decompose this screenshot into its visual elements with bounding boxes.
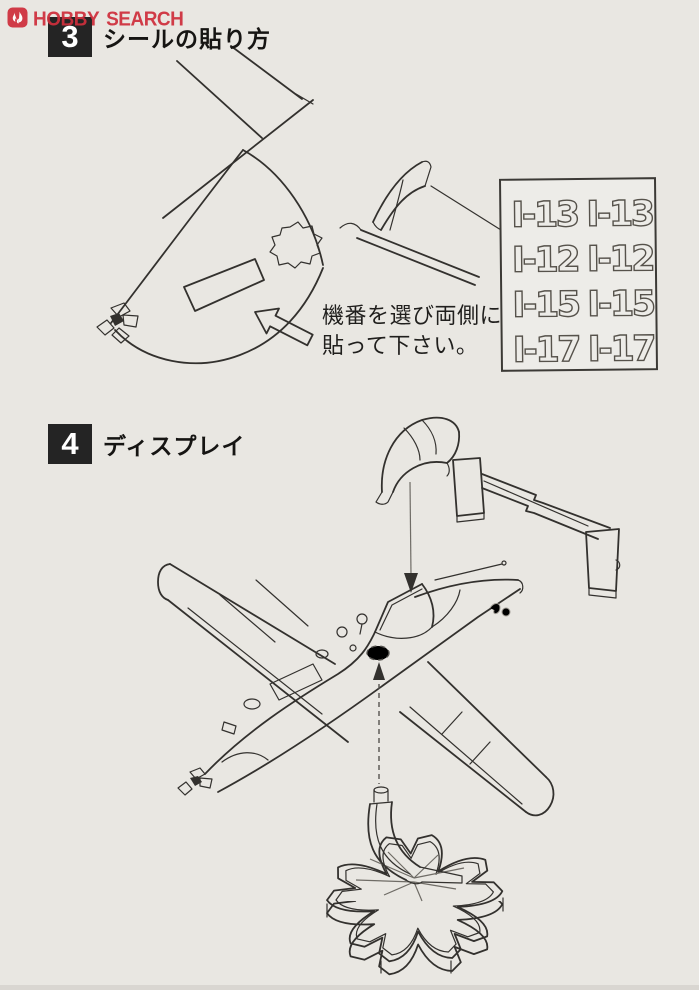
sakura-base: [326, 834, 504, 963]
decal-code: I-17: [588, 329, 655, 370]
decal-note-line2: 貼って下さい。: [322, 332, 479, 358]
stand-pylon: [367, 786, 463, 885]
sakura-base-rim: [335, 841, 494, 956]
step4-header: 4 ディスプレイ: [48, 424, 245, 464]
step4-number-box: 4: [48, 424, 92, 464]
sakura-base-side: [326, 901, 504, 976]
scan-edge-band: [0, 985, 699, 990]
step3-header: 3 シールの貼り方: [48, 17, 271, 57]
decal-note: 機番を選び両側に 貼って下さい。: [322, 301, 502, 361]
step3-number-box: 3: [48, 17, 92, 57]
ohka-aircraft: [157, 560, 555, 817]
decal-sheet: I-13 I-13 I-12 I-12 I-15 I-15 I-17 I-17: [498, 177, 659, 372]
decal-code: I-15: [587, 284, 654, 325]
decal-code: I-13: [586, 194, 653, 235]
canopy-part: [375, 416, 461, 505]
decal-code: I-13: [511, 195, 578, 236]
base-scratch-lines: [355, 851, 465, 902]
nose-fuze-propeller-icon: [96, 302, 139, 344]
wing-lines: [162, 45, 314, 219]
nose-fuze-propeller-icon: [177, 767, 213, 796]
apply-arrow-icon: [254, 307, 314, 347]
flame-icon: [7, 7, 28, 33]
decal-code: I-15: [512, 285, 579, 326]
stand-attach-arrow-icon: [373, 662, 385, 784]
decal-code: I-12: [587, 239, 654, 280]
windshield: [372, 160, 432, 231]
display-stand: [326, 786, 504, 976]
step4-display-illustration: [157, 416, 621, 976]
step3-title: シールの貼り方: [103, 26, 271, 52]
mount-hole-dashed-circle: [366, 645, 390, 661]
tail-assembly: [452, 457, 621, 599]
cherry-blossom-emblem: [269, 221, 323, 269]
step3-decal-placement-illustration: [96, 45, 502, 365]
watermark-word-search: SEARCH: [106, 8, 184, 31]
step4-title: ディスプレイ: [103, 433, 246, 459]
hobbysearch-watermark: HOBBY SEARCH: [7, 7, 184, 33]
canopy-install-arrow-icon: [404, 481, 418, 593]
decal-note-line1: 機番を選び両側に: [322, 303, 503, 328]
watermark-word-hobby: HOBBY: [33, 8, 100, 31]
decal-placement-rect: [183, 258, 265, 312]
leader-line-to-decal-sheet: [430, 185, 502, 231]
decal-code: I-17: [513, 330, 580, 370]
decal-code: I-12: [512, 240, 579, 281]
